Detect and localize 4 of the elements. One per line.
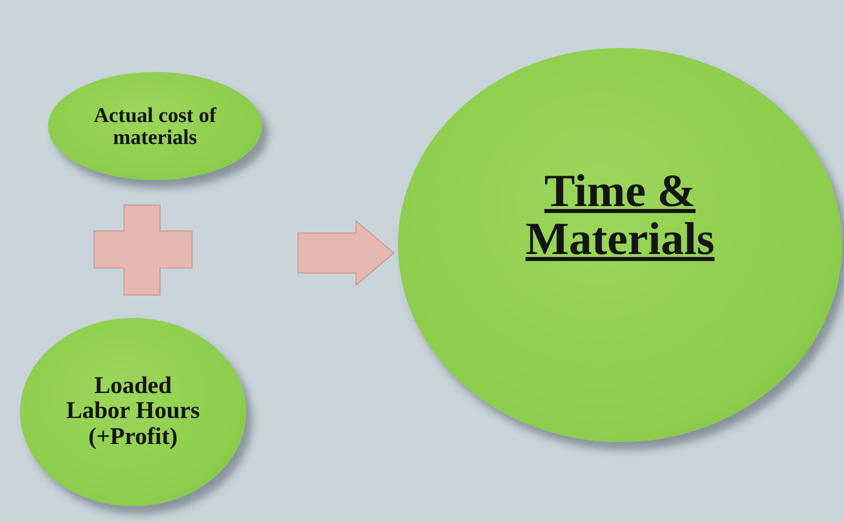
node-label: Loaded Labor Hours (+Profit) bbox=[65, 374, 201, 450]
block-arrow bbox=[298, 220, 395, 286]
node-label: Time & Materials bbox=[524, 166, 716, 264]
node-label: Actual cost of materials bbox=[92, 104, 218, 148]
